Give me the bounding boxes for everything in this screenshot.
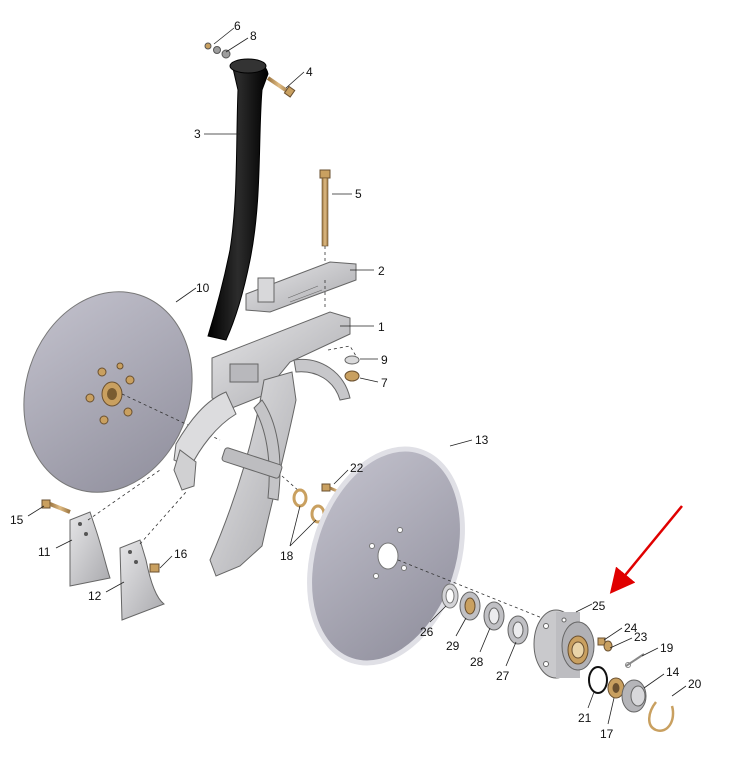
callout-1: 1	[378, 320, 385, 334]
callout-29: 29	[446, 639, 460, 653]
callout-5: 5	[355, 187, 362, 201]
part-21-o-ring	[588, 666, 608, 694]
callout-4: 4	[306, 65, 313, 79]
callout-labels: 6 8 4 3 5 2 1 9 7 10 11 12 16 15 18 22 1…	[10, 19, 702, 741]
callout-20: 20	[688, 677, 702, 691]
part-27-bearing	[507, 615, 529, 645]
part-16-nut	[149, 563, 160, 573]
callout-13: 13	[475, 433, 489, 447]
part-5-bolt	[319, 169, 331, 272]
callout-21: 21	[578, 711, 592, 725]
part-1-main-frame	[173, 311, 351, 577]
part-11-scraper	[69, 469, 161, 587]
callout-18: 18	[280, 549, 294, 563]
callout-9: 9	[381, 353, 388, 367]
part-4-bolt	[266, 76, 296, 98]
part-26-seal	[441, 583, 459, 609]
callout-16: 16	[174, 547, 188, 561]
part-19-cotter-pin	[625, 653, 645, 668]
highlight-arrow	[609, 505, 683, 594]
leader-lines	[27, 27, 687, 725]
part-20-snap-ring	[648, 701, 675, 732]
part-15-bolt	[41, 499, 71, 514]
part-23-washer	[603, 640, 613, 652]
callout-11: 11	[38, 545, 51, 559]
part-3-shank	[207, 58, 269, 341]
callout-23: 23	[634, 630, 648, 644]
part-18-washers	[292, 488, 326, 524]
callout-25: 25	[592, 599, 606, 613]
callout-12: 12	[88, 589, 102, 603]
part-7-nut	[344, 370, 360, 382]
callout-22: 22	[350, 461, 364, 475]
callout-24: 24	[624, 621, 638, 635]
part-12-scraper	[119, 491, 187, 621]
part-10-left-disc	[23, 291, 221, 493]
part-25-hub	[533, 609, 595, 679]
part-14-dust-cap	[621, 679, 647, 713]
callout-15: 15	[10, 513, 24, 527]
callout-8: 8	[250, 29, 257, 43]
part-24-nut	[597, 637, 606, 646]
callout-6: 6	[234, 19, 241, 33]
callout-28: 28	[470, 655, 484, 669]
part-17-castle-nut	[607, 677, 625, 699]
callout-14: 14	[666, 665, 680, 679]
callout-26: 26	[420, 625, 434, 639]
part-2-clamp-plate	[245, 261, 357, 313]
callout-17: 17	[600, 727, 614, 741]
callout-7: 7	[381, 376, 388, 390]
callout-2: 2	[378, 264, 385, 278]
part-13-right-disc	[307, 446, 553, 666]
callout-27: 27	[496, 669, 510, 683]
part-29-bearing	[459, 591, 481, 621]
parts-6-8-hardware	[204, 42, 231, 59]
part-9-washer	[327, 345, 360, 365]
part-28-bearing	[483, 601, 505, 631]
callout-10: 10	[196, 281, 210, 295]
callout-3: 3	[194, 127, 201, 141]
callout-19: 19	[660, 641, 674, 655]
